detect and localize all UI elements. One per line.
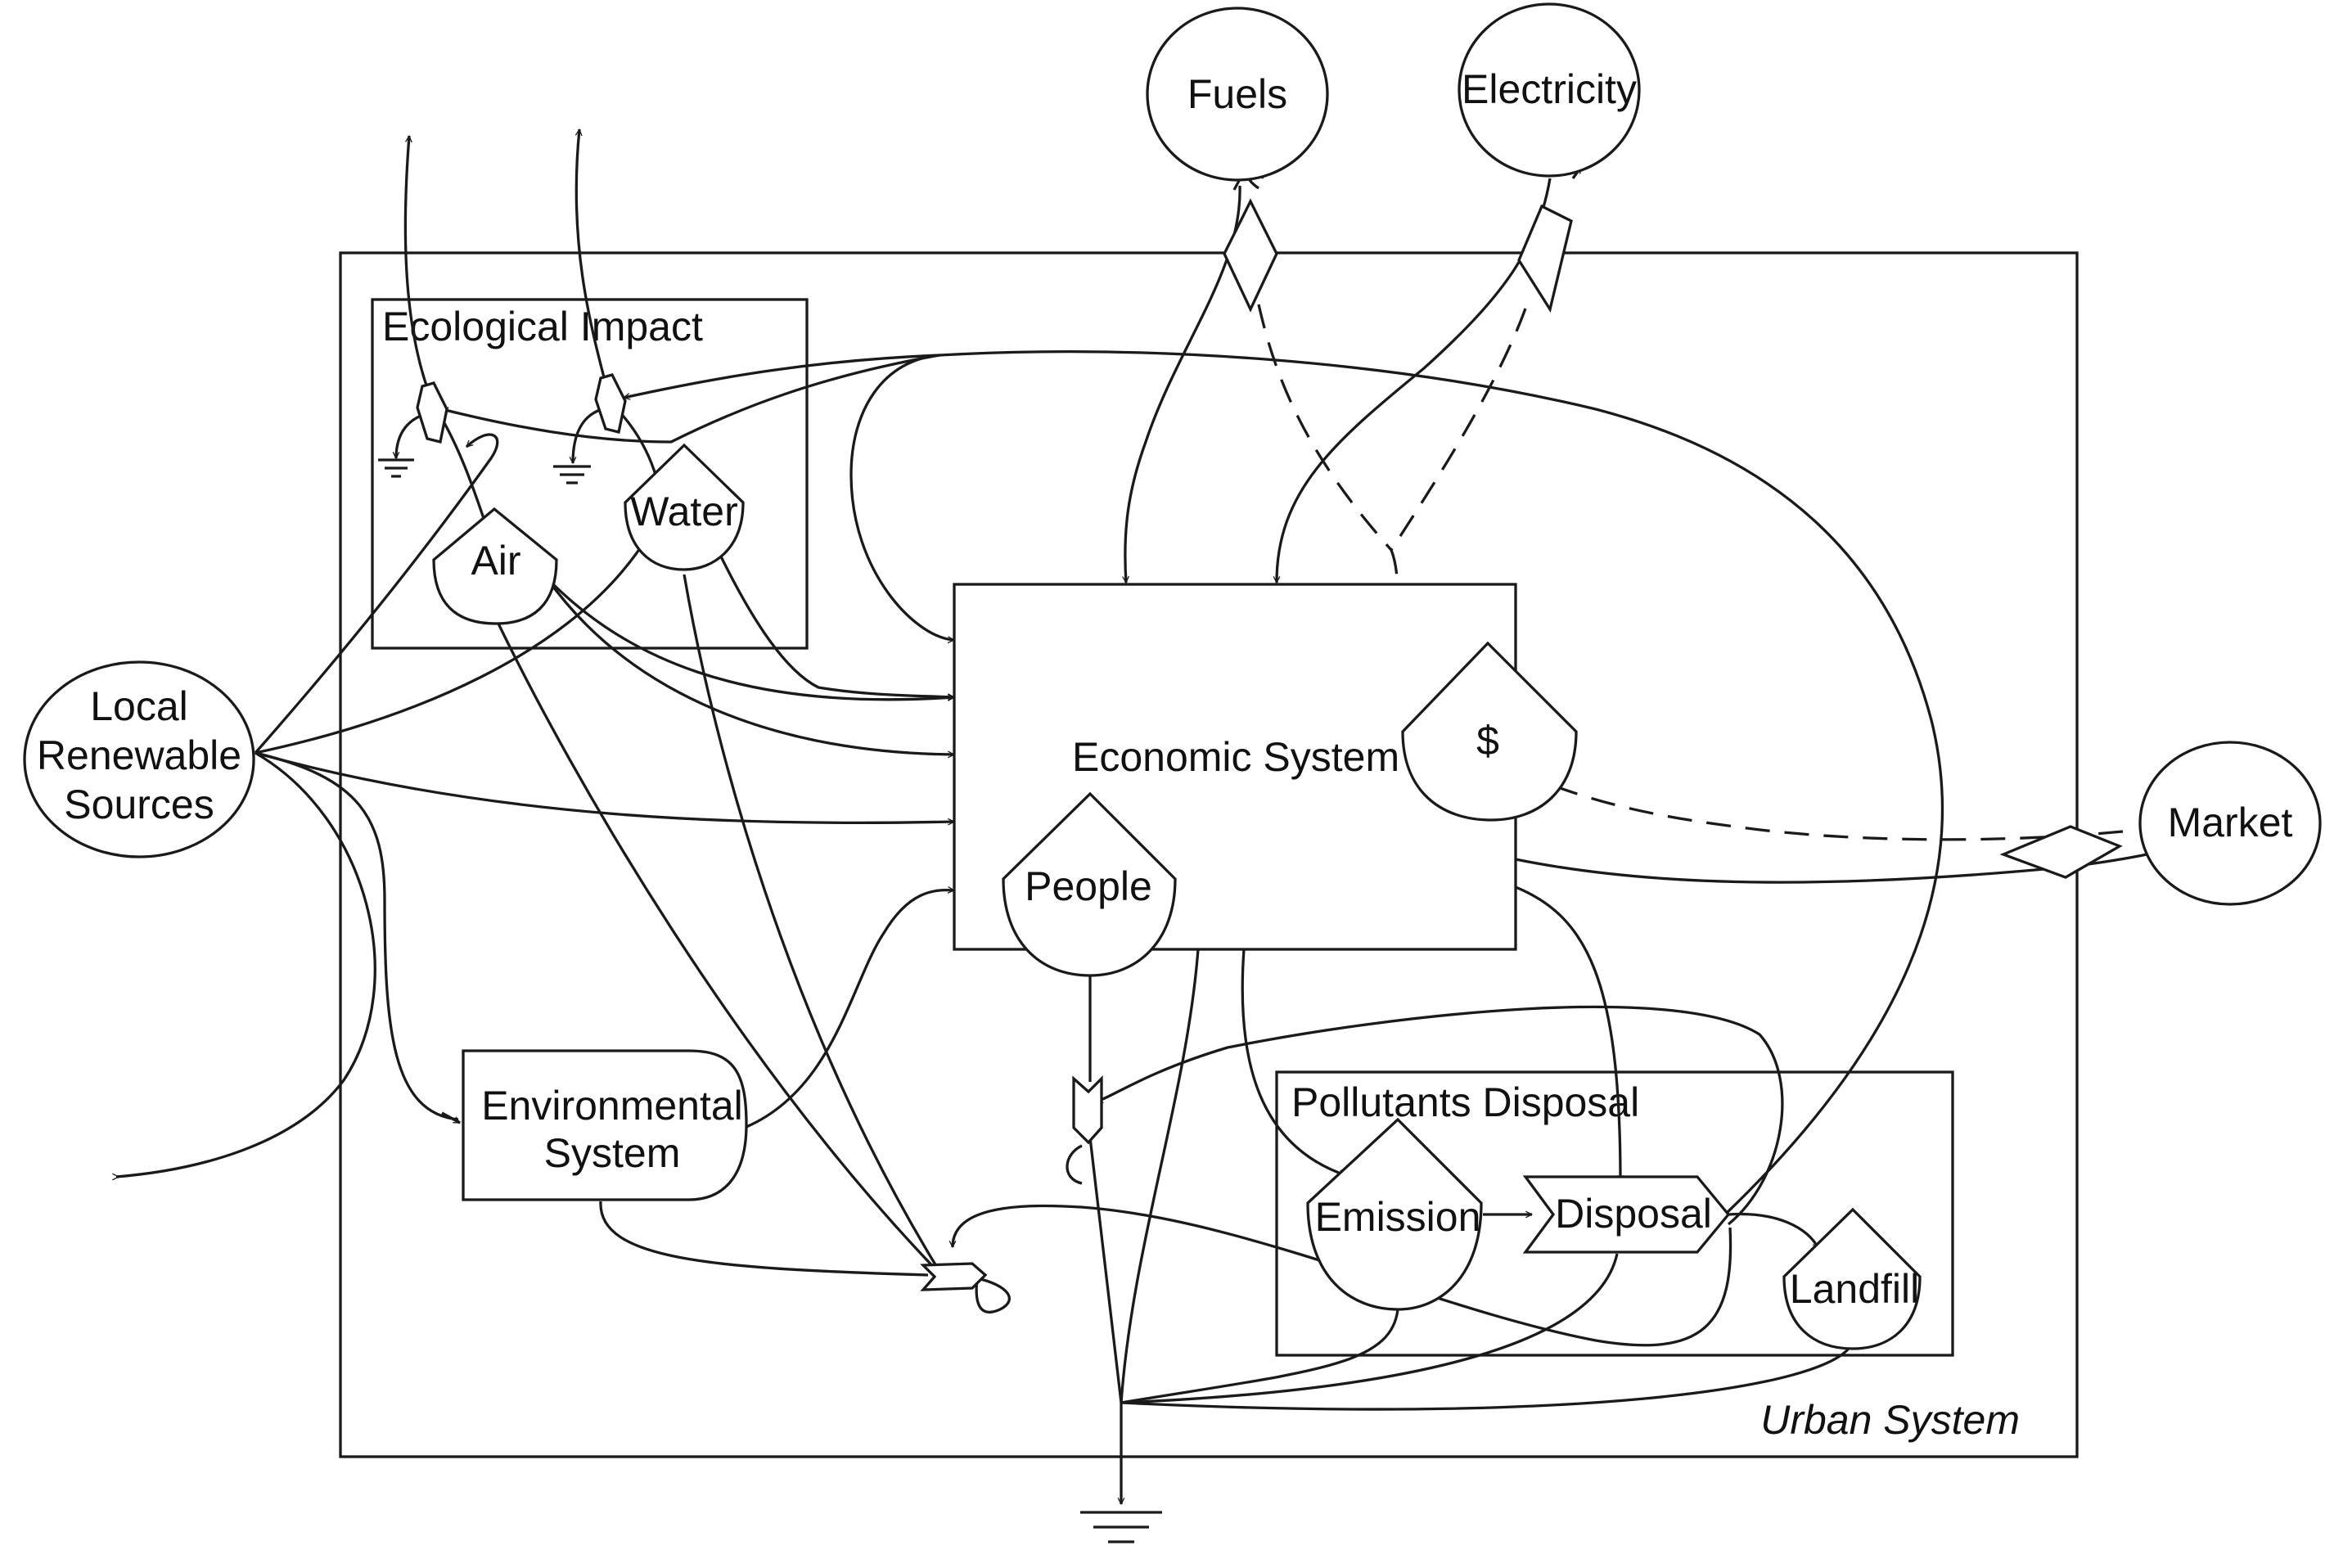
emission-storage: Emission <box>1306 1117 1483 1311</box>
water-storage: Water <box>624 443 745 571</box>
air-storage: Air <box>432 507 558 625</box>
market-label: Market <box>2168 800 2293 845</box>
money-label: $ <box>1476 718 1499 764</box>
air-heat-sink-icon <box>378 458 414 478</box>
people-label: People <box>1025 863 1152 909</box>
electricity-transaction-symbol <box>1517 204 1573 313</box>
landfill-label: Landfill <box>1790 1266 1919 1312</box>
fuels-transaction-symbol <box>1223 198 1278 313</box>
economic-system-title: Economic System <box>1072 734 1399 780</box>
landfill-storage: Landfill <box>1782 1207 1922 1350</box>
ecological-impact-box <box>371 298 809 650</box>
water-label: Water <box>630 489 738 534</box>
market-transaction-symbol <box>1999 825 2123 879</box>
local-renewable-sources: Local Renewable Sources <box>23 660 255 858</box>
emission-label: Emission <box>1315 1194 1481 1240</box>
people-exit-valve <box>1072 1075 1103 1145</box>
air-exit-valve <box>416 381 448 444</box>
money-storage: $ <box>1401 641 1578 822</box>
disposal-label: Disposal <box>1555 1191 1712 1237</box>
people-storage: People <box>1002 791 1177 977</box>
heat-sink-icon <box>1080 1511 1162 1543</box>
local-renewable-label-line-2: Renewable <box>37 732 241 778</box>
market-source: Market <box>2138 741 2322 906</box>
fuels-label: Fuels <box>1187 71 1287 117</box>
environmental-system-label-line-1: Environmental <box>481 1083 743 1129</box>
environmental-system: Environmental System <box>462 1049 748 1201</box>
electricity-source: Electricity <box>1458 2 1641 178</box>
fuels-source: Fuels <box>1146 7 1329 182</box>
water-exit-valve <box>594 373 627 435</box>
environmental-interaction-valve <box>920 1262 988 1291</box>
electricity-label: Electricity <box>1462 66 1637 112</box>
ecological-impact-title: Ecological Impact <box>382 304 703 349</box>
disposal-process: Disposal <box>1522 1175 1731 1254</box>
local-renewable-label-line-3: Sources <box>64 782 214 827</box>
air-label: Air <box>471 538 520 583</box>
environmental-system-label-line-2: System <box>544 1130 681 1176</box>
water-heat-sink-icon <box>553 465 591 484</box>
local-renewable-label-line-1: Local <box>90 683 188 729</box>
pollutants-disposal-title: Pollutants Disposal <box>1291 1079 1639 1125</box>
urban-system-label: Urban System <box>1760 1397 2020 1443</box>
